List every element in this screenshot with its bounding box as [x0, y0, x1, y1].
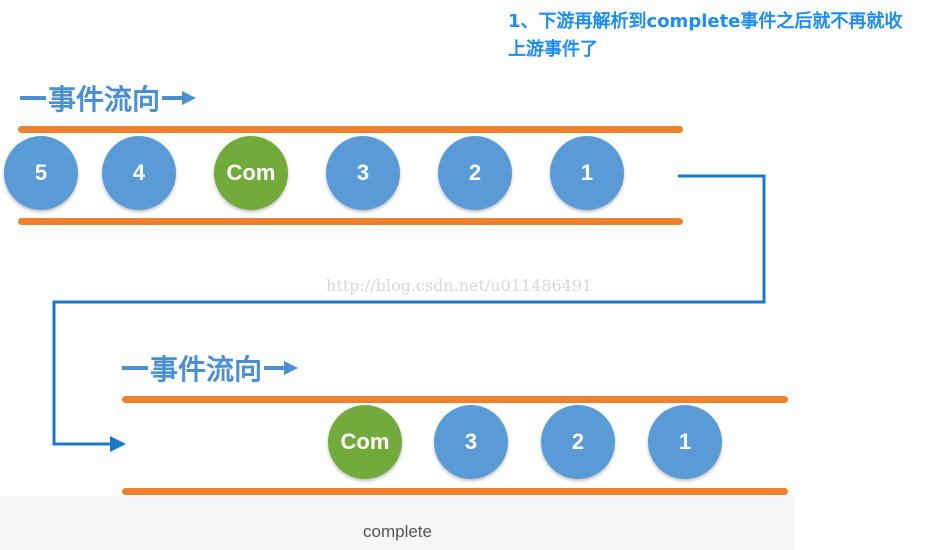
annotation-line-2: 上游事件了	[508, 39, 598, 60]
downstream-flow-label: 事件流向	[122, 348, 299, 388]
complete-event-ball: Com	[214, 136, 288, 210]
event-ball: 4	[102, 136, 176, 210]
upstream-rail-bottom	[18, 218, 683, 225]
event-ball: 1	[550, 136, 624, 210]
event-ball: 5	[4, 136, 78, 210]
annotation-text: 1、下游再解析到complete事件之后就不再就收 上游事件了	[508, 8, 940, 64]
upstream-flow-label-text: 事件流向	[48, 83, 161, 116]
downstream-rail-top	[122, 396, 788, 403]
upstream-flow-label: 事件流向	[20, 78, 197, 118]
event-ball: 1	[648, 405, 722, 479]
downstream-flow-label-text: 事件流向	[150, 353, 263, 386]
arrow-right-icon	[264, 360, 299, 376]
downstream-rail-bottom	[122, 488, 788, 495]
event-ball: 2	[541, 405, 615, 479]
event-ball: 3	[434, 405, 508, 479]
complete-event-ball: Com	[328, 405, 402, 479]
footer-band	[0, 496, 795, 550]
event-ball: 3	[326, 136, 400, 210]
caption: complete	[363, 522, 432, 541]
arrow-right-icon	[162, 90, 197, 106]
dash-mark	[20, 96, 46, 100]
watermark: http://blog.csdn.net/u011486491	[326, 276, 593, 295]
dash-mark	[122, 366, 148, 370]
event-ball: 2	[438, 136, 512, 210]
upstream-rail-top	[18, 126, 683, 133]
annotation-line-1: 1、下游再解析到complete事件之后就不再就收	[508, 11, 903, 32]
